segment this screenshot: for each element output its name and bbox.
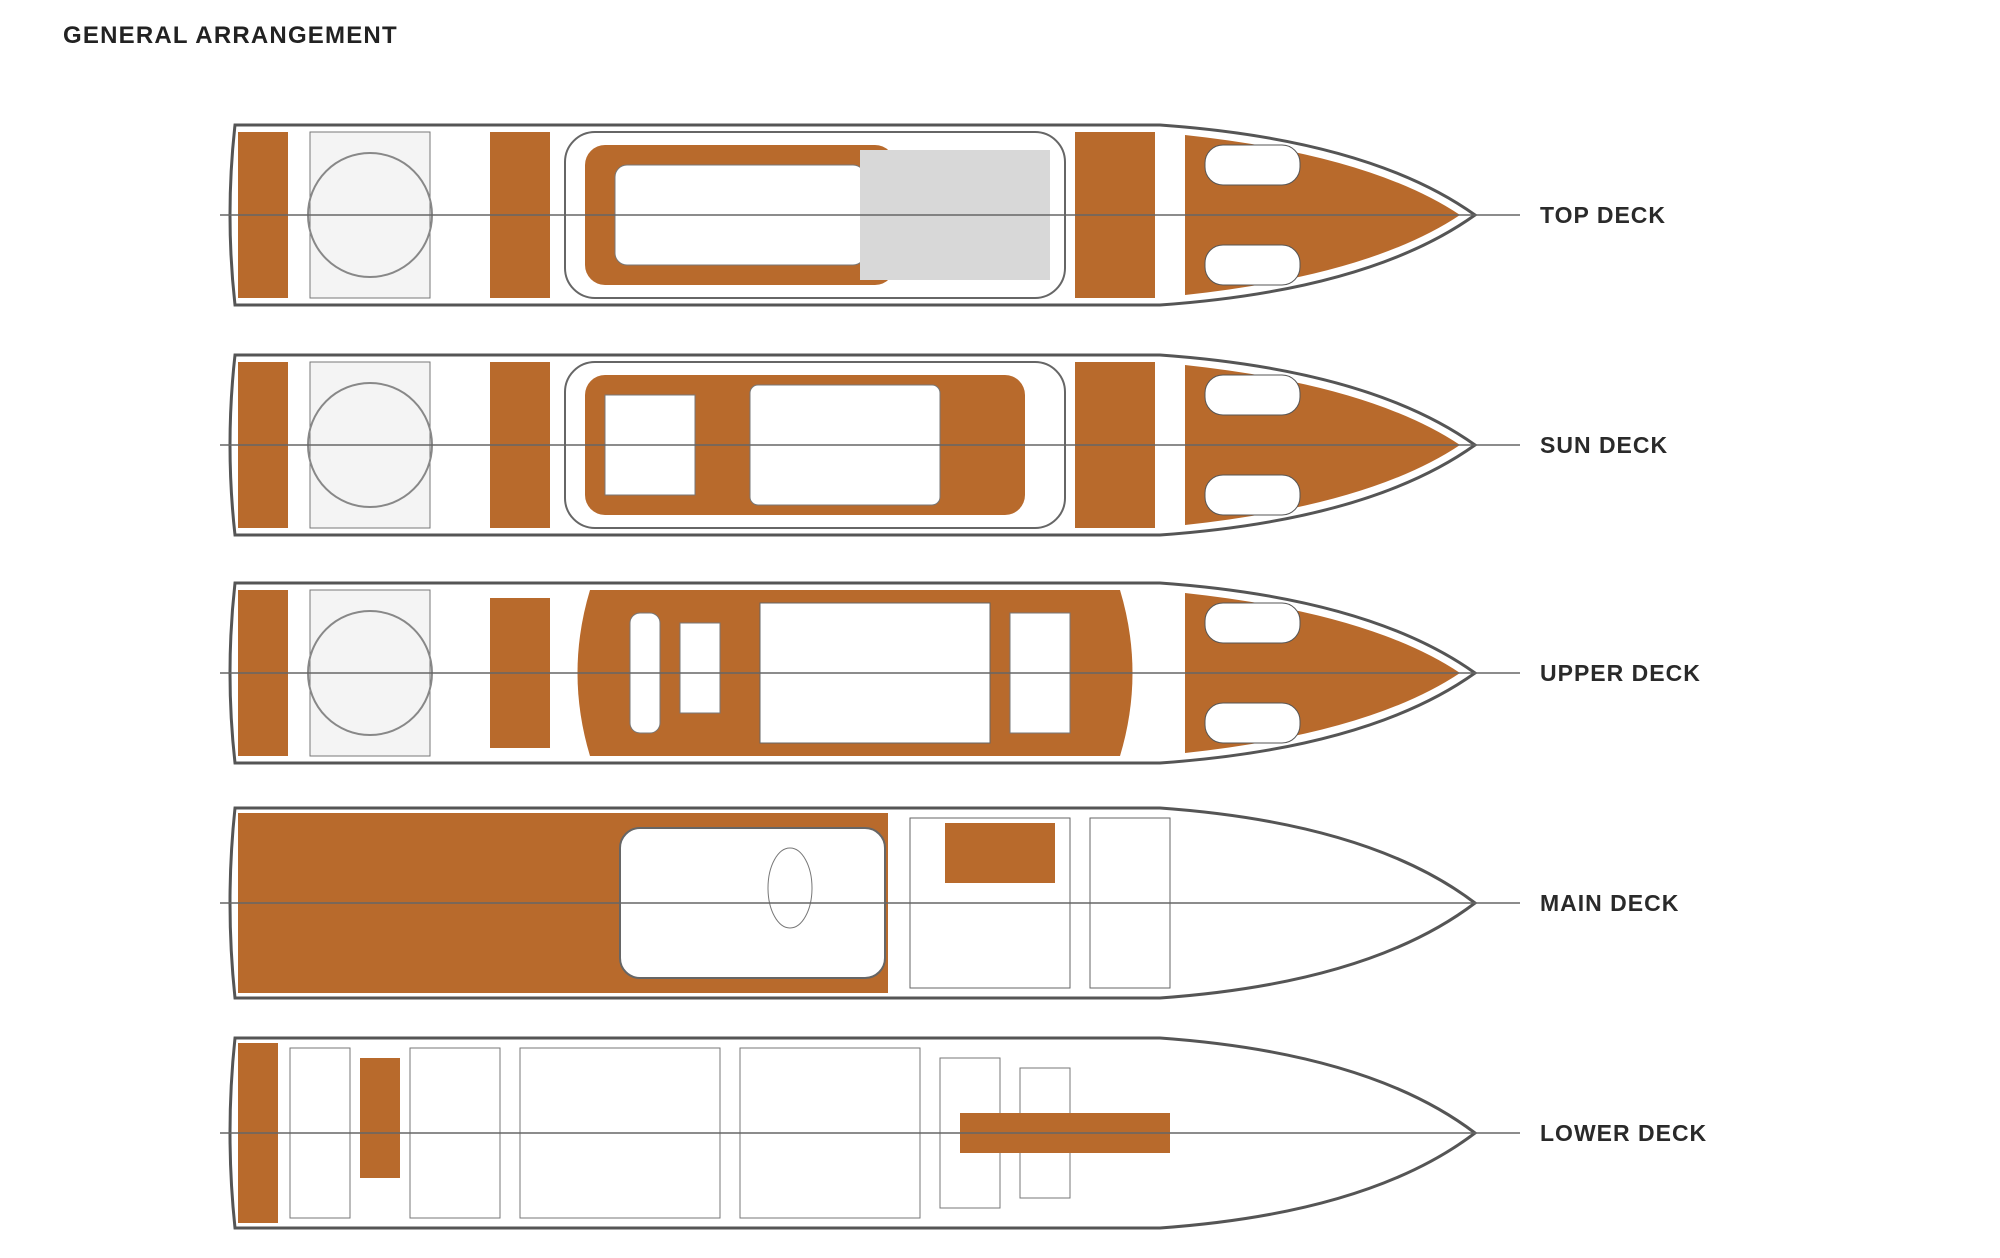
deck-label-lower: LOWER DECK: [1540, 1120, 1708, 1146]
deck-row-main: MAIN DECK: [0, 798, 2000, 1008]
page-title: GENERAL ARRANGEMENT: [63, 22, 398, 49]
deck-label-main: MAIN DECK: [1540, 890, 1680, 916]
deck-row-top: TOP DECK: [0, 110, 2000, 320]
sun-deck-plan: [220, 353, 1520, 537]
deck-label-upper: UPPER DECK: [1540, 660, 1701, 686]
main-deck-plan: [220, 806, 1520, 1000]
deck-row-lower: LOWER DECK: [0, 1028, 2000, 1238]
top-deck-plan: [220, 123, 1520, 307]
lower-deck-plan: [220, 1036, 1520, 1230]
deck-label-sun: SUN DECK: [1540, 432, 1669, 458]
deck-label-top: TOP DECK: [1540, 202, 1667, 228]
upper-deck-plan: [220, 581, 1520, 765]
deck-row-upper: UPPER DECK: [0, 568, 2000, 778]
deck-row-sun: SUN DECK: [0, 340, 2000, 550]
